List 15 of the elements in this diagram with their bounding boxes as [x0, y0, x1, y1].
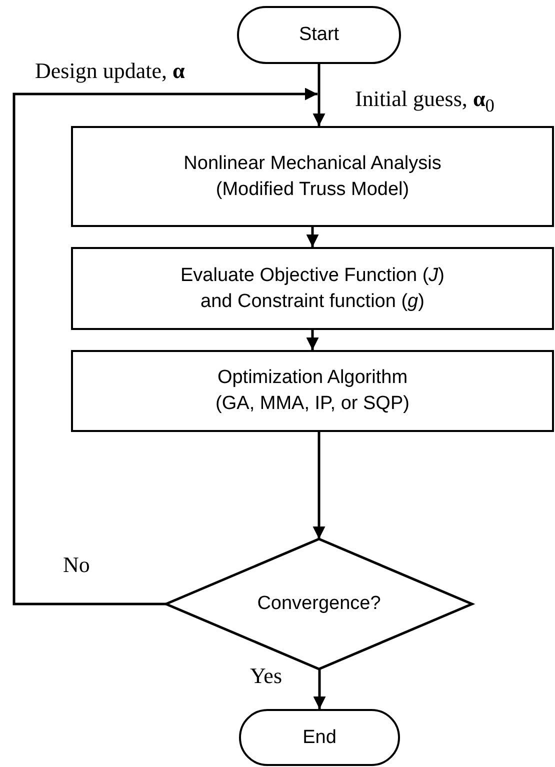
node-text: (GA, MMA, IP, or SQP): [216, 392, 410, 416]
process-box: [71, 247, 554, 330]
node-text: Evaluate Objective Function (J) and Constraint function (g): [179, 264, 446, 314]
node-text: Nonlinear Mechanical Analysis: [184, 152, 442, 176]
node-text: Optimization Algorithm: [217, 366, 408, 390]
edge-label: Yes: [250, 663, 282, 689]
branch-label: No: [63, 552, 90, 578]
node-text: Convergence?: [257, 592, 381, 616]
node-text: End: [302, 726, 336, 750]
process-box: [71, 126, 554, 227]
node-text: Start: [298, 23, 340, 48]
edge-label: Design update, α: [35, 58, 185, 84]
edge-label: Initial guess, α$_{0}$: [355, 86, 494, 116]
process-box: [71, 350, 554, 432]
node-text: (Modified Truss Model): [216, 178, 410, 202]
